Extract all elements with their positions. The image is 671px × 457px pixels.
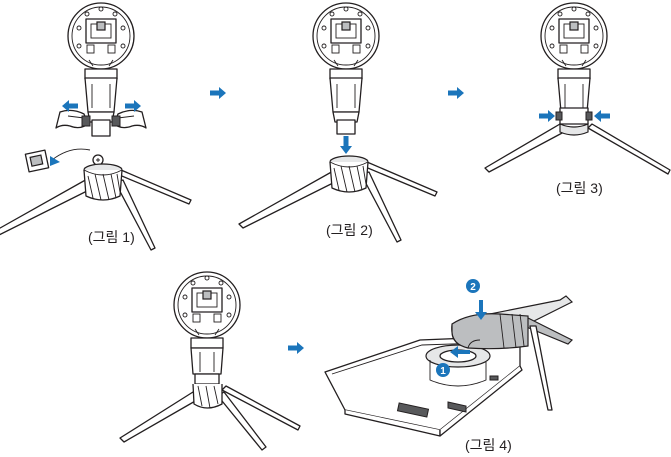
step-arrow-3: [288, 342, 304, 354]
figure-4-illustration: 2 1: [324, 279, 574, 437]
figure-4-caption: (그림 4): [465, 437, 512, 453]
assembled-stand-illustration: [119, 271, 301, 451]
figure-1-illustration: [0, 2, 192, 251]
figure-3-illustration: [484, 2, 671, 175]
figure-1-caption: (그림 1): [88, 229, 135, 245]
callout-2: 2: [470, 282, 476, 293]
figure-2-illustration: [238, 2, 438, 243]
step-arrow-2: [448, 87, 464, 99]
step-arrow-1: [210, 87, 226, 99]
figure-3-caption: (그림 3): [556, 180, 603, 196]
figure-2-caption: (그림 2): [326, 222, 373, 238]
callout-1: 1: [440, 366, 446, 377]
